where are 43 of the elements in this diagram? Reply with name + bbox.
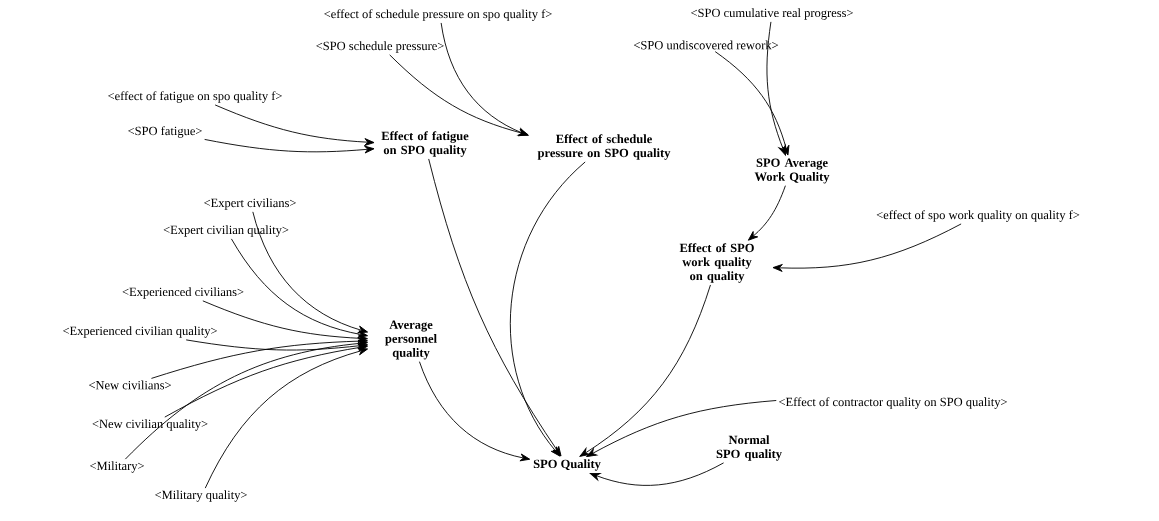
variable-label: <SPO cumulative real progress> (691, 8, 853, 20)
variable-label: <New civilian quality> (92, 419, 208, 431)
arrow (419, 361, 531, 462)
variable-label: <Expert civilian quality> (163, 225, 289, 237)
arrow (164, 343, 368, 418)
arrow (766, 21, 786, 156)
variable-label: SPO Quality (533, 459, 601, 471)
variable-label: <SPO schedule pressure> (316, 41, 444, 53)
variable-label: <Effect of contractor quality on SPO quality> (779, 397, 1007, 409)
arrow (202, 300, 368, 343)
arrow (204, 139, 375, 154)
variable-label: <SPO undiscovered rework> (633, 40, 779, 50)
variable-label: Normal SPO quality (716, 435, 782, 461)
arrow (389, 54, 529, 137)
variable-label: SPO Average Work Quality (754, 158, 830, 184)
variable-label: <New civilians> (89, 380, 171, 390)
arrow (579, 284, 711, 457)
variable-label: <effect of schedule pressure on spo quality f> (324, 9, 552, 21)
arrow (151, 337, 368, 379)
variable-label: <Expert civilians> (204, 198, 296, 210)
variable-label: <Experienced civilian quality> (63, 326, 217, 338)
arrow (230, 238, 368, 338)
variable-label: <Military> (90, 461, 144, 473)
arrow (772, 223, 962, 272)
arrow (204, 347, 368, 489)
variable-label: <Military quality> (155, 490, 247, 502)
arrow (252, 211, 369, 334)
arrow (124, 339, 368, 460)
arrow (589, 462, 725, 486)
variable-label: <effect of fatigue on spo quality f> (108, 91, 282, 103)
variable-label: Average personnel quality (385, 320, 437, 360)
arrow (509, 161, 586, 457)
variable-label: Effect of schedule pressure on SPO quality (537, 134, 671, 160)
arrow (428, 158, 562, 457)
variable-label: <SPO fatigue> (128, 126, 202, 138)
variable-label: <Experienced civilians> (122, 287, 244, 299)
variable-label: Effect of SPO work quality on quality (679, 243, 754, 283)
variable-label: Effect of fatigue on SPO quality (381, 131, 469, 157)
arrow (586, 400, 777, 457)
arrow (714, 51, 790, 156)
variable-label: <effect of spo work quality on quality f> (876, 210, 1080, 222)
arrow (747, 185, 786, 241)
arrow (214, 104, 375, 146)
